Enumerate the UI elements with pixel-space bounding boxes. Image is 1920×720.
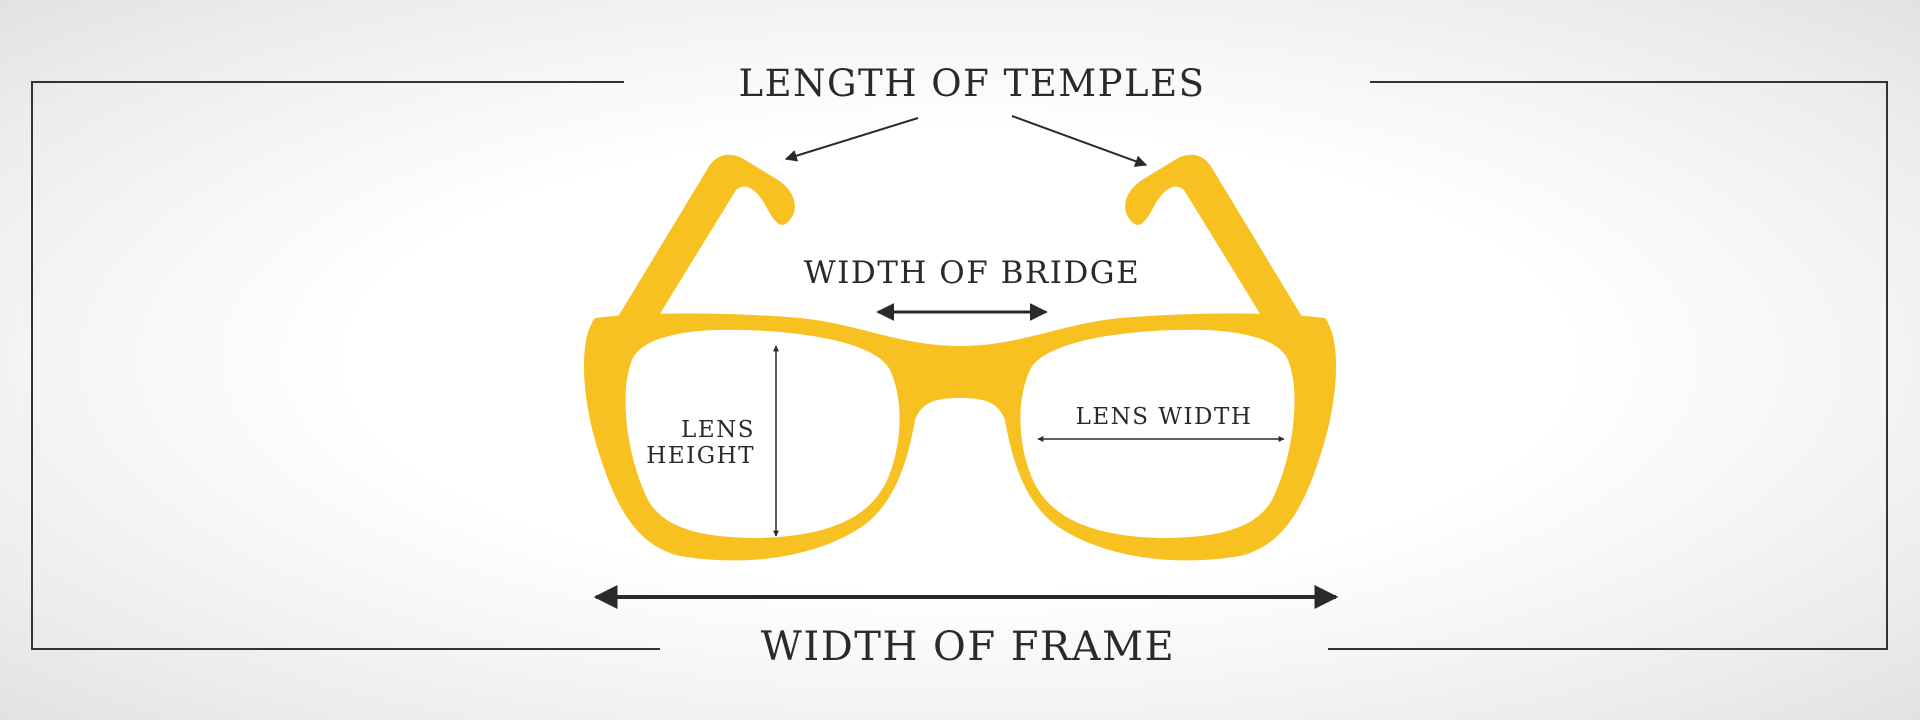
- right-temple-arm: [1125, 154, 1310, 330]
- width-of-frame-label: WIDTH OF FRAME: [761, 624, 1175, 670]
- lens-height-label-line1: LENS: [681, 417, 755, 443]
- glasses-illustration: [583, 154, 1337, 561]
- left-temple-arm: [610, 154, 795, 330]
- glasses-frame-front: [583, 313, 1337, 561]
- length-of-temples-label: LENGTH OF TEMPLES: [739, 62, 1206, 105]
- width-of-bridge-label: WIDTH OF BRIDGE: [804, 255, 1140, 291]
- frame-border-top-right: [1328, 81, 1888, 650]
- lens-height-label-line2: HEIGHT: [646, 443, 755, 469]
- frame-border-top-left: [31, 81, 660, 650]
- lens-width-label: LENS WIDTH: [1076, 404, 1253, 430]
- temple-pointer-left: [784, 117, 919, 162]
- temple-pointer-right: [1011, 115, 1148, 167]
